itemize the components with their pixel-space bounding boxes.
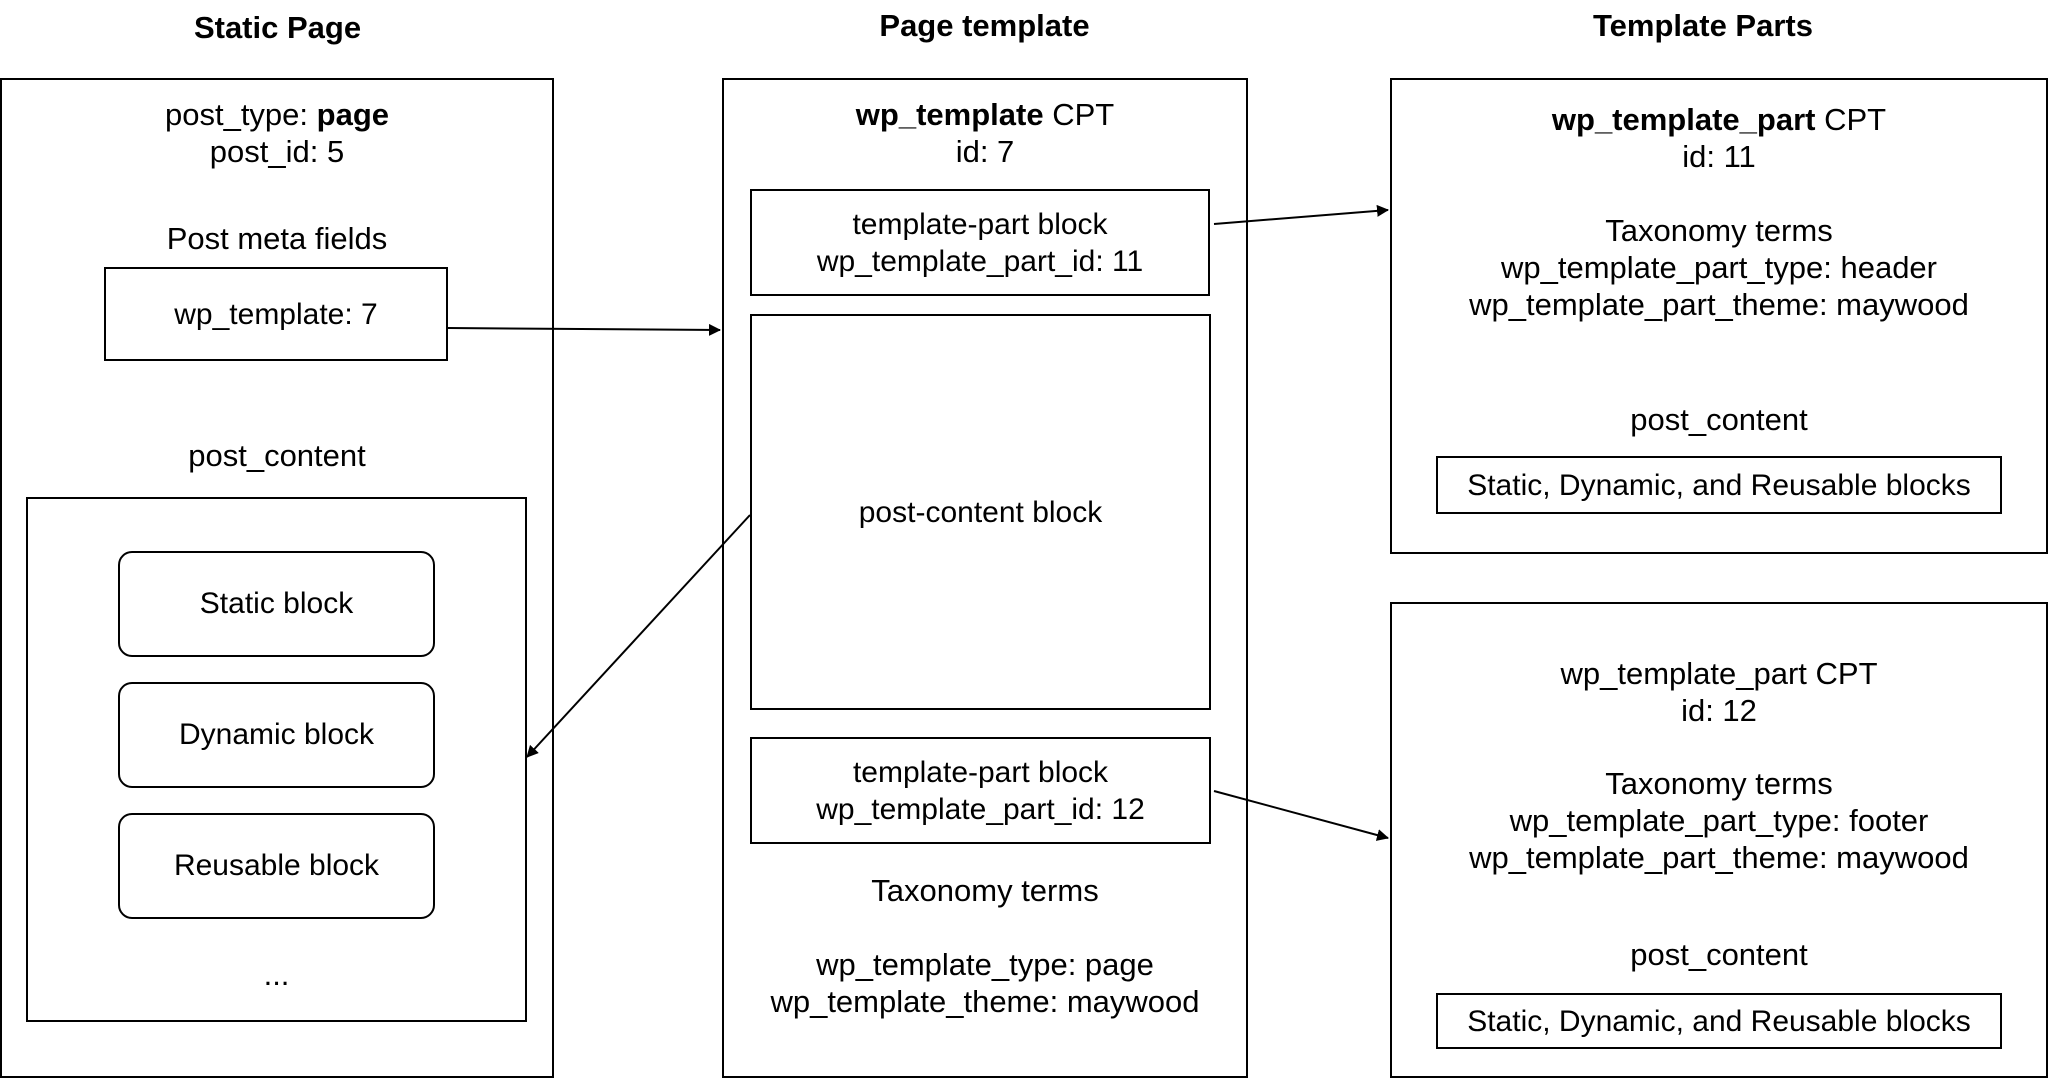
footer-part-line2: wp_template_part_id: 12 [816,792,1145,826]
post-content-block: post-content block [750,314,1211,710]
footer-part-content-box: Static, Dynamic, and Reusable blocks [1436,993,2002,1049]
static-block-label: Static block [199,587,354,620]
footer-part-content-heading: post_content [1630,937,1808,972]
page-template-taxonomy-type: wp_template_type: page [816,947,1154,982]
header-part-content-heading: post_content [1630,402,1808,437]
footer-part-taxonomy-type: wp_template_part_type: footer [1509,803,1929,838]
post-meta-heading: Post meta fields [166,221,388,256]
ellipsis: ... [263,957,290,992]
dynamic-block-label: Dynamic block [178,718,375,751]
footer-template-part-block: template-part block wp_template_part_id:… [750,737,1211,844]
meta-field-label: wp_template: 7 [174,297,378,331]
reusable-block: Reusable block [118,813,435,919]
page-template-heading: Page template [879,8,1090,43]
footer-part-taxonomy-theme: wp_template_part_theme: maywood [1469,840,1969,875]
page-template-taxonomy-heading: Taxonomy terms [871,873,1099,908]
header-template-part-block: template-part block wp_template_part_id:… [750,189,1210,296]
header-part-content-label: Static, Dynamic, and Reusable blocks [1467,468,1971,502]
reusable-block-label: Reusable block [173,849,380,882]
footer-part-id: id: 12 [1681,693,1757,728]
dynamic-block: Dynamic block [118,682,435,788]
header-part-content-box: Static, Dynamic, and Reusable blocks [1436,456,2002,514]
header-part-taxonomy-theme: wp_template_part_theme: maywood [1469,287,1969,322]
header-part-taxonomy-type: wp_template_part_type: header [1500,250,1937,285]
template-parts-heading: Template Parts [1593,8,1813,43]
page-template-taxonomy-theme: wp_template_theme: maywood [770,984,1200,1019]
static-block: Static block [118,551,435,657]
wp-template-cpt-name: wp_template [855,97,1044,132]
meta-field-box: wp_template: 7 [104,267,448,361]
wp-template-id: id: 7 [955,134,1015,169]
header-part-cpt-suffix: CPT [1815,102,1887,137]
header-part-line2: wp_template_part_id: 11 [816,244,1144,278]
header-part-id: id: 11 [1682,139,1756,174]
static-page-heading: Static Page [193,10,362,45]
post-content-to-static-content-arrow [526,514,751,758]
post-type-label: post_type: page [0,96,554,133]
header-part-cpt-label: wp_template_part CPT [1390,101,2048,138]
post-id-label: post_id: 5 [209,134,345,169]
post-content-heading: post_content [188,438,366,473]
header-part-line1: template-part block [852,207,1108,241]
post-type-key: post_type: [164,97,317,132]
footer-part-taxonomy-heading: Taxonomy terms [1605,766,1833,801]
header-part-taxonomy-heading: Taxonomy terms [1605,213,1833,248]
header-part-cpt-name: wp_template_part [1551,102,1816,137]
post-type-value: page [316,97,389,132]
footer-part-content-label: Static, Dynamic, and Reusable blocks [1467,1004,1971,1038]
post-content-block-label: post-content block [858,495,1103,529]
footer-part-line1: template-part block [852,755,1109,789]
wp-template-cpt-label: wp_template CPT [722,96,1248,133]
wp-template-cpt-suffix: CPT [1043,97,1115,132]
footer-part-cpt-label: wp_template_part CPT [1560,656,1878,691]
